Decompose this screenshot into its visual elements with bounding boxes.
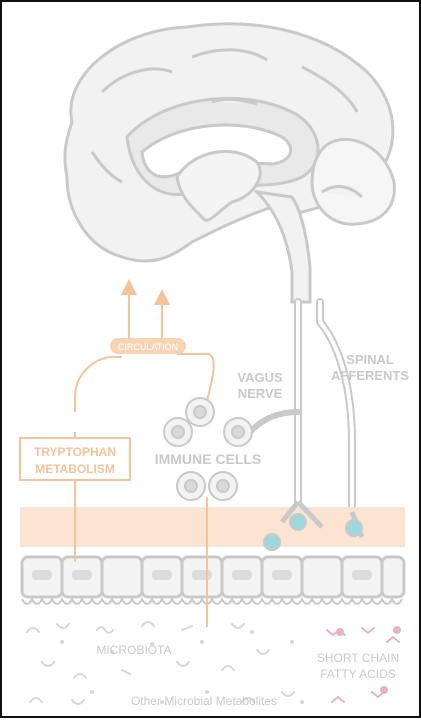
- tryptophan-label-line2: METABOLISM: [35, 462, 115, 476]
- scfa-label-line2: FATTY ACIDS: [320, 667, 396, 681]
- microvilli: [22, 599, 402, 604]
- spinal-afferents-label-line2: AFFERENTS: [331, 368, 409, 383]
- vagus-branch-to-immune: [252, 412, 298, 430]
- brain-illustration: [65, 24, 394, 302]
- immune-cells-cluster: [164, 398, 252, 500]
- tryptophan-label-line1: TRYPTOPHAN: [34, 445, 116, 459]
- scfa-label-line1: SHORT CHAIN: [317, 651, 399, 665]
- microbiota-label: MICROBIOTA: [96, 643, 171, 657]
- vagus-nerve-label-line1: VAGUS: [237, 370, 283, 385]
- circulation-label: CIRCULATION: [118, 342, 178, 352]
- immune-cells-label: IMMUNE CELLS: [155, 451, 262, 467]
- vagus-nerve-line: [298, 302, 352, 512]
- other-metabolites-label: Other Microbial Metabolites: [131, 694, 277, 708]
- spinal-afferents-label-line1: SPINAL: [346, 352, 394, 367]
- microbiota-scatter: [27, 622, 294, 704]
- vagus-nerve-label-line2: NERVE: [238, 386, 283, 401]
